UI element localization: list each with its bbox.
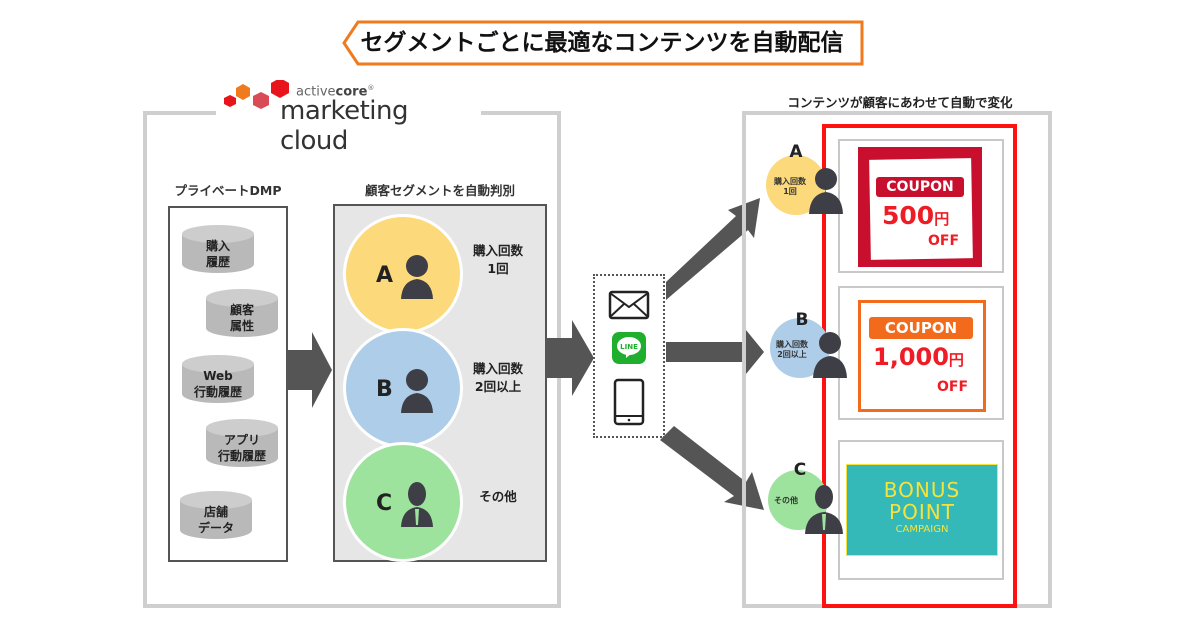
line-label: LINE xyxy=(620,343,638,351)
database-app-behavior: アプリ行動履歴 xyxy=(204,418,280,468)
content-card-a: COUPON 500円 OFF xyxy=(838,139,1004,273)
arrow-to-c-icon xyxy=(660,426,764,510)
coupon-500: COUPON 500円 OFF xyxy=(858,147,982,267)
coupon-off: OFF xyxy=(937,379,969,395)
person-icon xyxy=(401,369,433,413)
fan-arrows xyxy=(660,198,764,510)
banner-frame xyxy=(342,20,864,66)
bonus-line2: POINT xyxy=(889,500,955,524)
hexagon-logo-icon xyxy=(224,80,289,109)
coupon-amount: 500円 xyxy=(882,201,950,230)
segment-b-circle: B xyxy=(343,328,463,448)
smartphone-icon xyxy=(613,378,645,426)
brand-marketing-cloud: marketing cloud xyxy=(280,96,408,156)
segment-c-description: その他 xyxy=(479,489,517,504)
businessman-icon xyxy=(805,485,843,534)
bonus-line1: BONUS xyxy=(883,478,961,502)
activecore-logo: activecore® marketing cloud xyxy=(216,80,481,156)
businessman-icon xyxy=(401,482,433,527)
person-icon xyxy=(813,332,847,378)
dmp-label: プライベートDMP xyxy=(174,183,282,198)
channel-box: LINE xyxy=(593,274,665,438)
target-b-letter: B xyxy=(795,310,809,330)
line-app-icon: LINE xyxy=(612,332,646,364)
target-c-letter: C xyxy=(793,460,807,480)
database-icon xyxy=(182,225,254,273)
arrow-right-icon xyxy=(546,320,594,396)
coupon-badge: COUPON xyxy=(869,317,973,339)
content-card-b: COUPON 1,000円 OFF xyxy=(838,286,1004,420)
bonus-point-banner: BONUS POINT CAMPAIGN xyxy=(846,464,998,556)
coupon-amount: 1,000円 xyxy=(873,343,964,371)
segment-letter: C xyxy=(376,491,393,516)
arrow-right-icon xyxy=(288,332,332,408)
database-icon xyxy=(182,355,254,403)
database-purchase-history: 購入履歴 xyxy=(180,224,256,274)
brand-activecore: activecore® xyxy=(296,84,375,100)
diagram-title: セグメントごとに最適なコンテンツを自動配信 xyxy=(360,30,844,56)
bonus-line3: CAMPAIGN xyxy=(895,524,949,535)
segment-letter: A xyxy=(376,263,394,288)
segment-c-circle: C xyxy=(343,442,463,562)
coupon-off: OFF xyxy=(928,233,960,249)
segment-letter: B xyxy=(376,377,393,402)
database-icon xyxy=(180,491,252,539)
delivery-label: コンテンツが顧客にあわせて自動で変化 xyxy=(787,95,1013,110)
content-card-c: BONUS POINT CAMPAIGN xyxy=(838,440,1004,580)
database-store-data: 店舗データ xyxy=(178,490,254,540)
segmentation-label: 顧客セグメントを自動判別 xyxy=(364,183,515,198)
database-customer-attributes: 顧客属性 xyxy=(204,288,280,338)
database-icon xyxy=(206,289,278,337)
mail-icon xyxy=(608,290,650,320)
title-banner: セグメントごとに最適なコンテンツを自動配信 xyxy=(340,20,864,66)
target-a-letter: A xyxy=(789,142,803,162)
person-icon xyxy=(809,168,843,214)
arrow-to-a-icon xyxy=(666,198,760,300)
database-icon xyxy=(206,419,278,467)
arrow-to-b-icon xyxy=(666,330,764,374)
coupon-1000: COUPON 1,000円 OFF xyxy=(858,300,986,412)
segment-a-circle: A xyxy=(343,214,463,334)
coupon-badge: COUPON xyxy=(876,177,964,197)
person-icon xyxy=(401,255,433,299)
